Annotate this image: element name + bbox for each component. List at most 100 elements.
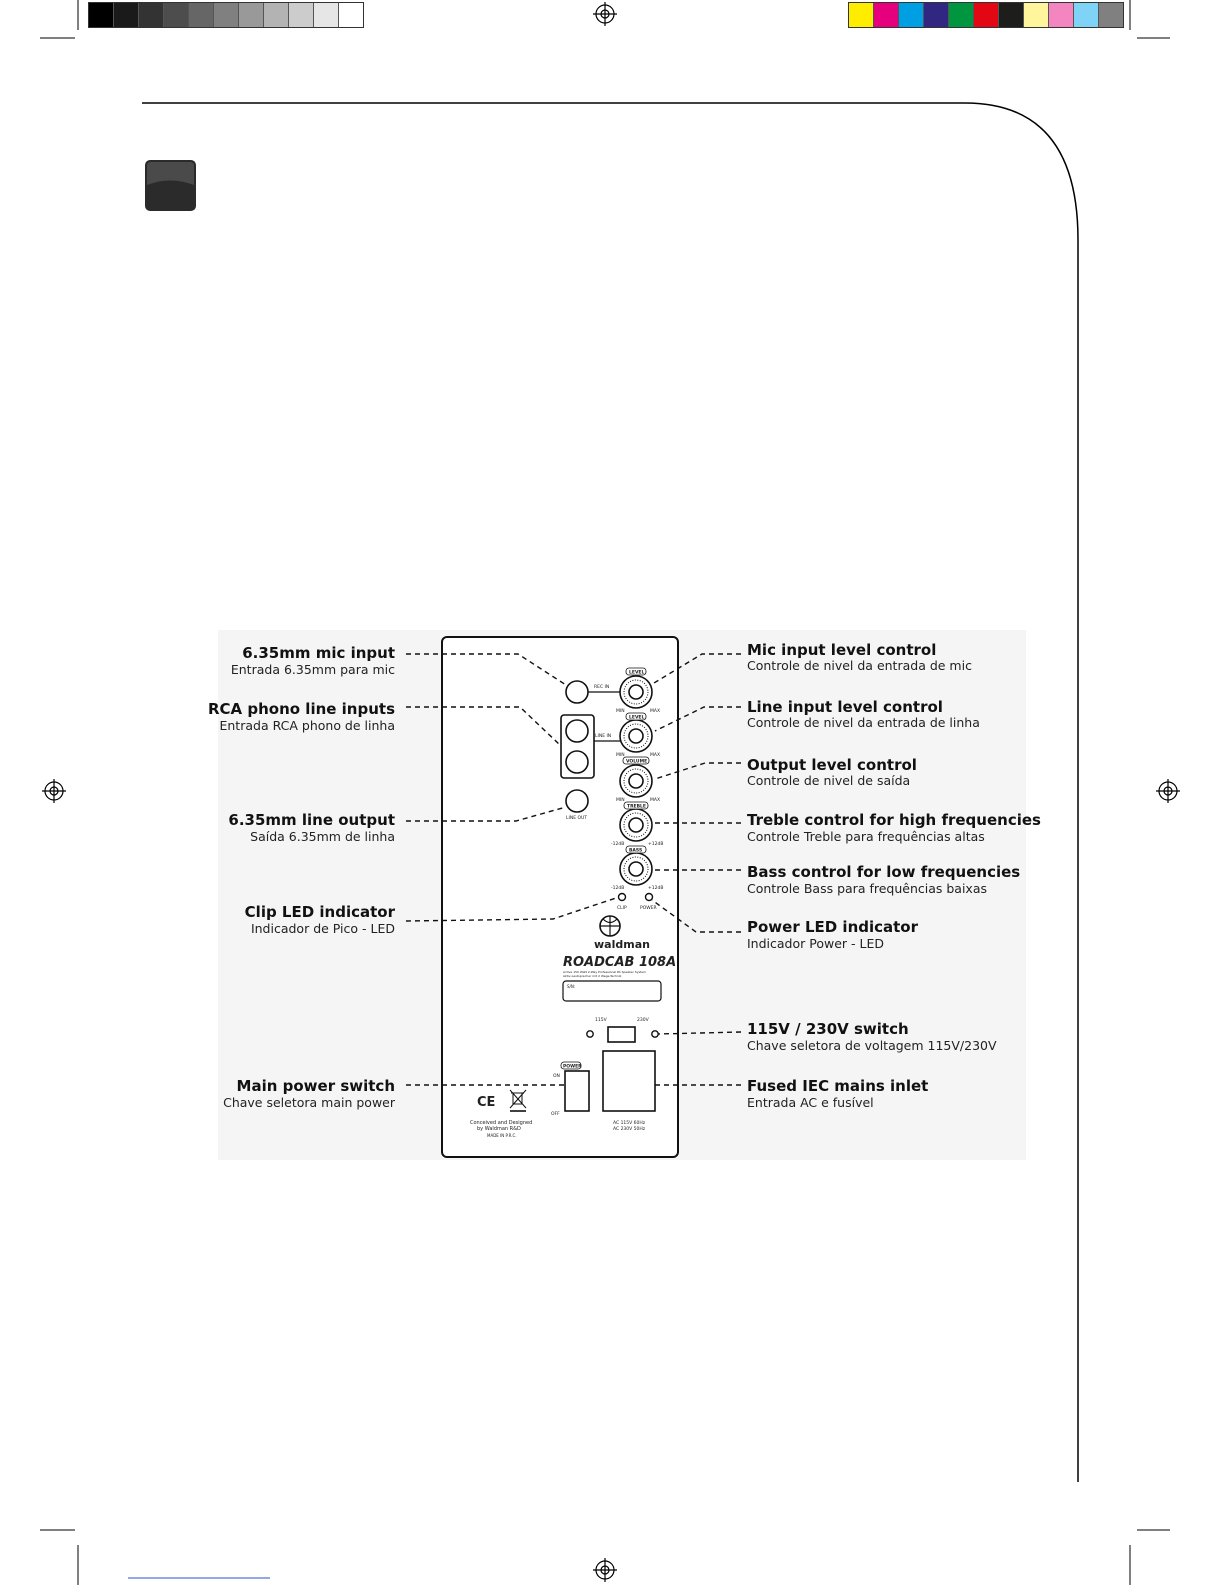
- treble-knob: TREBLE -12dB +12dB: [611, 801, 663, 847]
- rec-in-label: REC IN: [594, 684, 609, 690]
- callout-bass-subtitle: Controle Bass para frequências baixas: [747, 881, 988, 896]
- registration-mark-top: [593, 2, 617, 26]
- callout-mic-input-title: 6.35mm mic input: [242, 644, 395, 662]
- callout-clip-led-subtitle: Indicador de Pico - LED: [250, 921, 395, 936]
- model-sub1: Active 150 Watt 2-Way Professional PA Sp…: [563, 970, 646, 974]
- waldman-logo-icon: [599, 915, 621, 937]
- mic-min-label: MIN: [616, 708, 625, 714]
- color-swatch: [1049, 3, 1074, 27]
- gray-swatch: [339, 3, 363, 27]
- on-label: ON: [553, 1073, 560, 1079]
- leader-output-level: [654, 762, 741, 780]
- callout-treble-title: Treble control for high frequencies: [747, 811, 1041, 829]
- callout-iec-inlet-title: Fused IEC mains inlet: [747, 1077, 929, 1095]
- callout-mic-level-subtitle: Controle de nivel da entrada de mic: [747, 658, 972, 673]
- color-swatch: [949, 3, 974, 27]
- callout-bass-title: Bass control for low frequencies: [747, 863, 1021, 881]
- color-swatch: [1024, 3, 1049, 27]
- leader-line-output: [406, 806, 567, 822]
- voltage-switch: [607, 1026, 636, 1043]
- callout-rca-inputs-subtitle: Entrada RCA phono de linha: [219, 718, 395, 733]
- volume-label: VOLUME: [626, 759, 647, 765]
- ce-mark: CE: [477, 1095, 495, 1110]
- line-in-label: LINE IN: [595, 733, 611, 739]
- line-out-jack: [565, 789, 589, 813]
- gray-swatch: [239, 3, 264, 27]
- volume-min-label: MIN: [616, 797, 625, 803]
- treble-minus-label: -12dB: [611, 841, 624, 847]
- callout-voltage-switch-title: 115V / 230V switch: [747, 1020, 909, 1038]
- leader-clip-led: [405, 897, 617, 922]
- color-swatch: [874, 3, 899, 27]
- bass-plus-label: +12dB: [648, 885, 663, 891]
- ac-label-1: AC 115V 60Hz: [613, 1120, 646, 1126]
- treble-label: TREBLE: [627, 804, 646, 810]
- registration-mark-left: [42, 779, 66, 803]
- registration-mark-right: [1156, 779, 1180, 803]
- line-level-label: LEVEL: [629, 715, 644, 721]
- callout-line-output-subtitle: Saída 6.35mm de linha: [250, 829, 395, 844]
- rca-input-top: [565, 719, 589, 743]
- callout-iec-inlet-subtitle: Entrada AC e fusível: [747, 1095, 874, 1110]
- conceived-1: Conceived and Designed: [470, 1120, 532, 1126]
- gray-swatch: [189, 3, 214, 27]
- callout-main-power-subtitle: Chave seletora main power: [223, 1095, 395, 1110]
- color-swatch: [1074, 3, 1099, 27]
- color-swatch: [849, 3, 874, 27]
- off-label: OFF: [551, 1111, 560, 1117]
- line-level-knob: LEVEL MIN MAX: [616, 712, 660, 758]
- callout-line-level-title: Line input level control: [747, 698, 943, 716]
- bass-minus-label: -12dB: [611, 885, 624, 891]
- iec-inlet: [602, 1050, 656, 1112]
- serial-plate: [562, 980, 662, 1002]
- clip-label: CLIP: [617, 905, 627, 911]
- callout-line-output-title: 6.35mm line output: [228, 811, 395, 829]
- page-frame: [142, 102, 1079, 1482]
- conceived-2: by Waldman R&D: [477, 1126, 521, 1132]
- mic-level-label: LEVEL: [629, 670, 644, 676]
- callout-clip-led-title: Clip LED indicator: [244, 903, 395, 921]
- rca-input-bottom: [565, 750, 589, 774]
- weee-bin-icon: [509, 1089, 527, 1112]
- 115v-label: 115V: [595, 1017, 608, 1023]
- leader-power-led: [651, 899, 741, 933]
- gray-swatch: [114, 3, 139, 27]
- gray-swatch: [264, 3, 289, 27]
- main-power-switch: [564, 1070, 590, 1112]
- bass-knob: BASS -12dB +12dB: [611, 845, 663, 891]
- crop-marks: [40, 0, 1170, 1585]
- process-color-bar: [848, 2, 1124, 28]
- made-in-label: MADE IN P.R.C.: [487, 1133, 517, 1138]
- gray-swatch: [164, 3, 189, 27]
- line-out-label: LINE OUT: [566, 815, 587, 821]
- volume-max-label: MAX: [650, 797, 660, 803]
- leader-voltage-switch: [657, 1031, 742, 1035]
- color-swatch: [974, 3, 999, 27]
- gray-swatch: [89, 3, 114, 27]
- leader-mic-level: [653, 653, 741, 684]
- leader-lines: [405, 653, 742, 1086]
- ac-label-2: AC 230V 50Hz: [613, 1126, 646, 1132]
- callout-rca-inputs-title: RCA phono line inputs: [207, 700, 395, 718]
- clip-led: [617, 892, 627, 902]
- 230v-label: 230V: [637, 1017, 650, 1023]
- callout-line-level-subtitle: Controle de nivel da entrada de linha: [747, 715, 980, 730]
- gray-swatch: [139, 3, 164, 27]
- callout-output-level-title: Output level control: [747, 756, 917, 774]
- power-led-label: POWER: [640, 905, 657, 911]
- callout-voltage-switch-subtitle: Chave seletora de voltagem 115V/230V: [747, 1038, 997, 1053]
- registration-mark-bottom: [593, 1558, 617, 1582]
- leader-mic-input: [406, 653, 567, 686]
- power-led: [644, 892, 654, 902]
- treble-plus-label: +12dB: [648, 841, 663, 847]
- section-tab: [145, 160, 196, 211]
- callout-mic-level-title: Mic input level control: [747, 641, 937, 659]
- gray-swatch: [214, 3, 239, 27]
- color-swatch: [999, 3, 1024, 27]
- color-swatch: [899, 3, 924, 27]
- color-swatch: [924, 3, 949, 27]
- brand-label: waldman: [594, 938, 650, 951]
- callout-mic-input-subtitle: Entrada 6.35mm para mic: [230, 662, 395, 677]
- callout-power-led-subtitle: Indicador Power - LED: [747, 936, 884, 951]
- mic-level-knob: LEVEL MIN MAX: [616, 667, 660, 714]
